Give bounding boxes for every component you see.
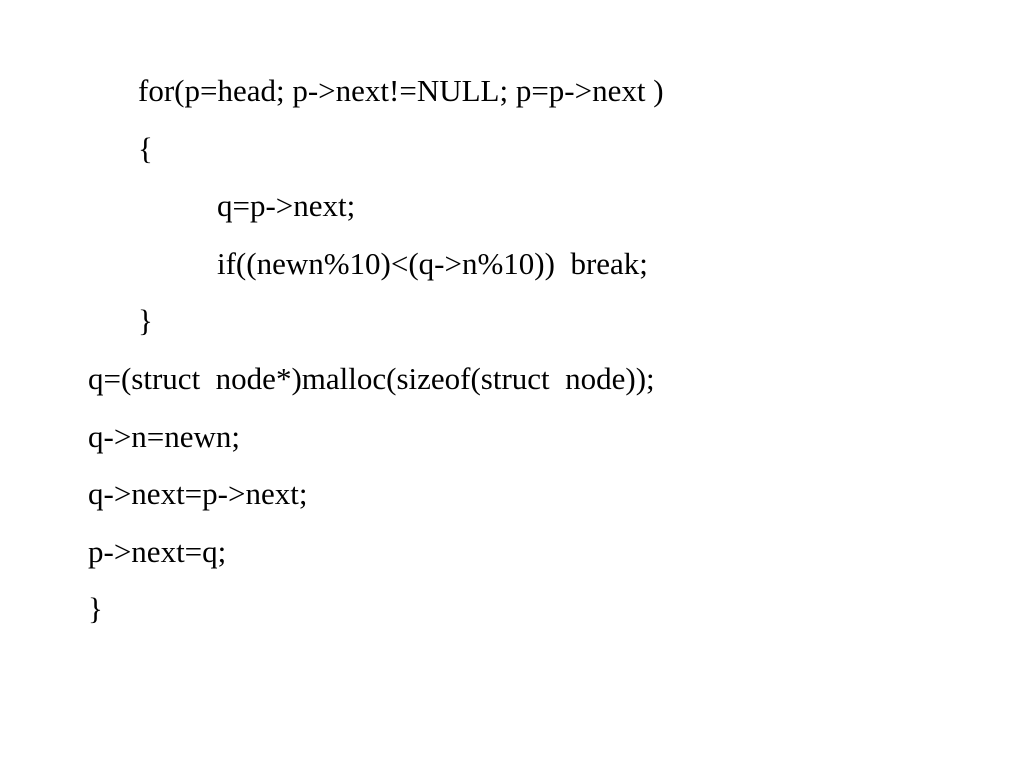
code-line-final-brace: } <box>88 591 103 626</box>
code-line-for-loop: for(p=head; p->next!=NULL; p=p->next ) <box>138 73 664 108</box>
code-line-link-q: p->next=q; <box>88 534 227 569</box>
code-line-assign-q: q=p->next; <box>217 188 356 223</box>
code-line-if-break: if((newn%10)<(q->n%10)) break; <box>217 246 648 281</box>
code-line-set-n: q->n=newn; <box>88 419 241 454</box>
code-line-close-brace: } <box>138 303 153 338</box>
code-line-set-next: q->next=p->next; <box>88 476 308 511</box>
code-line-open-brace: { <box>138 131 153 166</box>
code-line-malloc: q=(struct node*)malloc(sizeof(struct nod… <box>88 361 655 396</box>
